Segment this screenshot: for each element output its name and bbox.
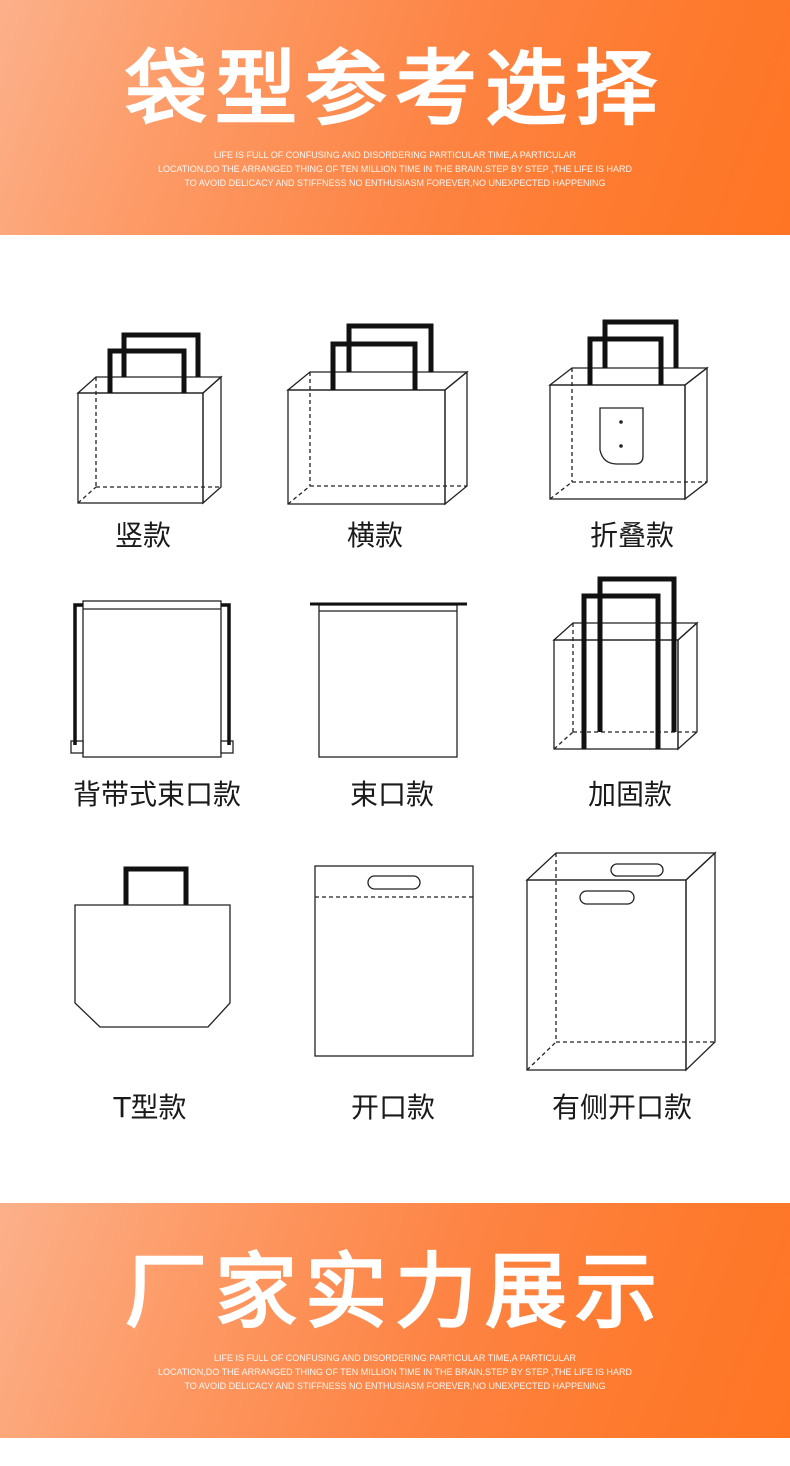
subtitle-line: TO AVOID DELICACY AND STIFFNESS NO ENTHU… bbox=[184, 1381, 606, 1391]
bag-type-label: 竖款 bbox=[114, 519, 171, 552]
drawstring-backpack-icon bbox=[65, 595, 240, 765]
t-shape-bag-icon bbox=[70, 865, 235, 1035]
bottom-banner: 厂家实力展示 LIFE IS FULL OF CONFUSING AND DIS… bbox=[0, 1203, 790, 1438]
bag-type-label: T型款 bbox=[113, 1091, 187, 1124]
top-banner: 袋型参考选择 LIFE IS FULL OF CONFUSING AND DIS… bbox=[0, 0, 790, 235]
bag-type-label: 加固款 bbox=[587, 778, 672, 811]
subtitle-line: TO AVOID DELICACY AND STIFFNESS NO ENTHU… bbox=[184, 178, 606, 188]
bag-type-label: 开口款 bbox=[350, 1091, 435, 1124]
bag-type-label: 束口款 bbox=[349, 778, 434, 811]
subtitle-line: LIFE IS FULL OF CONFUSING AND DISORDERIN… bbox=[214, 1353, 576, 1363]
banner-subtitle: LIFE IS FULL OF CONFUSING AND DISORDERIN… bbox=[0, 1351, 790, 1393]
bag-type-label: 横款 bbox=[346, 519, 403, 552]
horizontal-tote-bag-icon bbox=[285, 320, 475, 510]
bag-type-label: 背带式束口款 bbox=[72, 778, 241, 811]
bag-type-label: 有侧开口款 bbox=[551, 1091, 692, 1124]
subtitle-line: LOCATION,DO THE ARRANGED THING OF TEN MI… bbox=[157, 1367, 633, 1377]
reinforced-bag-icon bbox=[550, 575, 705, 760]
section-title: 袋型参考选择 bbox=[124, 42, 665, 137]
bag-type-label: 折叠款 bbox=[589, 519, 674, 552]
banner-subtitle: LIFE IS FULL OF CONFUSING AND DISORDERIN… bbox=[0, 148, 790, 190]
section-title: 厂家实力展示 bbox=[124, 1245, 665, 1340]
gusset-die-cut-bag-icon bbox=[520, 845, 720, 1075]
die-cut-bag-icon bbox=[310, 860, 480, 1060]
subtitle-line: LOCATION,DO THE ARRANGED THING OF TEN MI… bbox=[157, 164, 633, 174]
folding-bag-icon bbox=[545, 318, 715, 508]
drawstring-bag-icon bbox=[305, 595, 467, 765]
vertical-tote-bag-icon bbox=[70, 325, 230, 510]
subtitle-line: LIFE IS FULL OF CONFUSING AND DISORDERIN… bbox=[214, 150, 576, 160]
